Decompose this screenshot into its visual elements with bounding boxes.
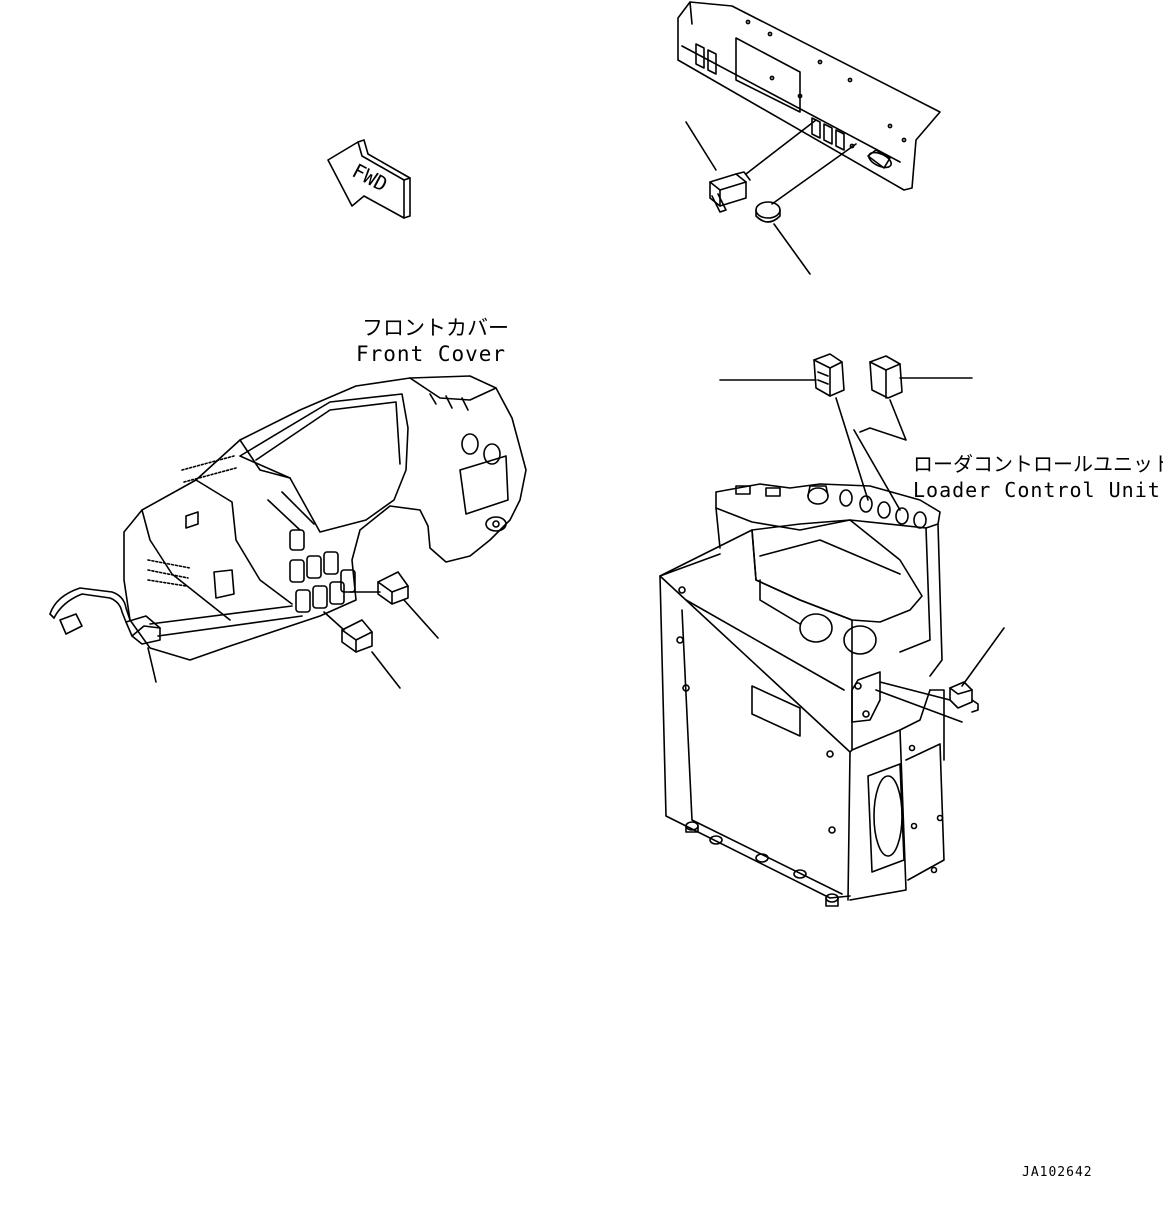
switch-part-lower: [341, 619, 373, 653]
top-bracket-panel: [677, 1, 941, 191]
loader-control-unit-label-en: Loader Control Unit: [913, 478, 1161, 502]
loader-control-unit-label-jp: ローダコントロールユニット: [913, 452, 1163, 476]
fwd-arrow-icon: FWD: [327, 139, 411, 219]
rocker-switch-part: [709, 171, 751, 213]
connector-part-left: [813, 353, 845, 397]
connector-part-right: [869, 355, 903, 399]
loader-control-unit-body: [659, 483, 945, 907]
small-sensor-part: [949, 681, 979, 713]
front-cover-label-en: Front Cover: [356, 342, 507, 366]
switch-part-upper: [377, 571, 409, 605]
front-cover-panel: [123, 375, 527, 661]
wire-harness-part: [49, 587, 161, 645]
leader-lines-left: [147, 591, 439, 689]
leader-lines-right: [719, 377, 1005, 723]
leader-lines-top: [685, 119, 857, 275]
drawing-id: JA102642: [1022, 1165, 1093, 1180]
plug-cap-part: [755, 201, 781, 223]
front-cover-label-jp: フロントカバー: [362, 316, 509, 340]
